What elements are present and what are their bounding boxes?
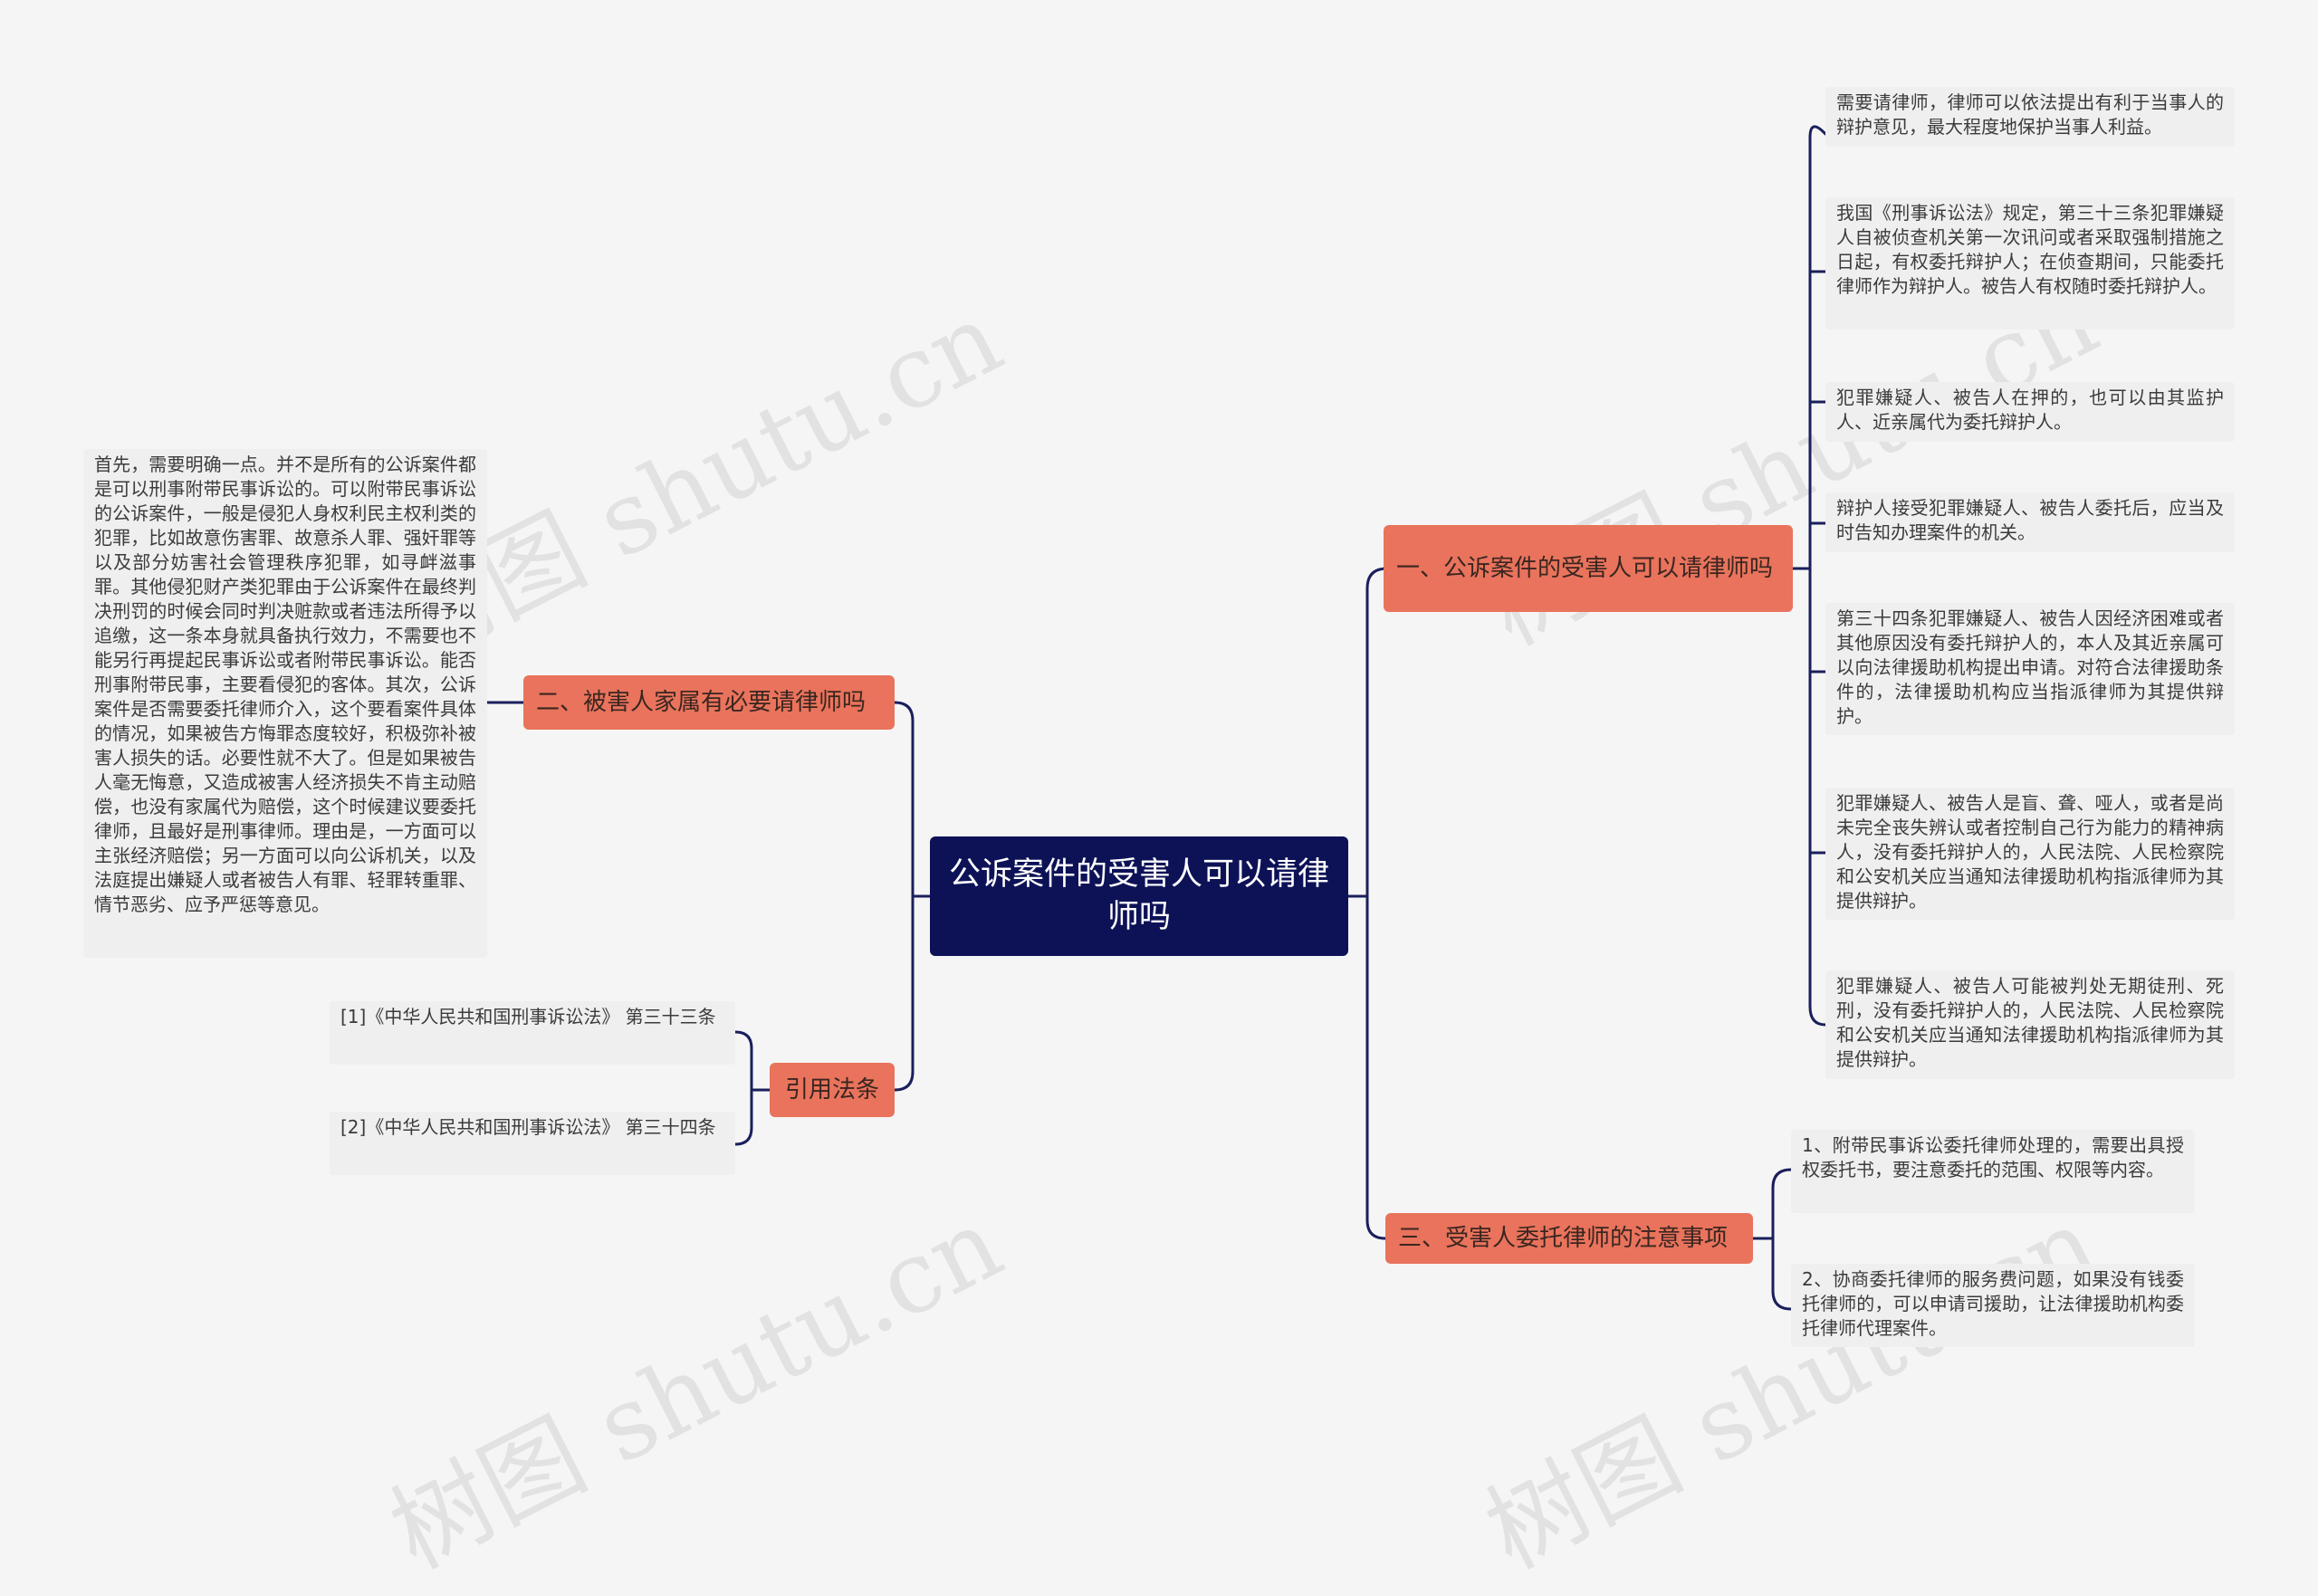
leaf-text: [2]《中华人民共和国刑事诉讼法》 第三十四条 xyxy=(340,1116,716,1138)
leaf-text: [1]《中华人民共和国刑事诉讼法》 第三十三条 xyxy=(340,1006,716,1027)
leaf-text: 第三十四条犯罪嫌疑人、被告人因经济困难或者其他原因没有委托辩护人的，本人及其近亲… xyxy=(1836,607,2224,727)
branch-label: 二、被害人家属有必要请律师吗 xyxy=(536,688,867,716)
leaf-text: 犯罪嫌疑人、被告人可能被判处无期徒刑、死刑，没有委托辩护人的，人民法院、人民检察… xyxy=(1836,975,2224,1070)
leaf-text: 犯罪嫌疑人、被告人在押的，也可以由其监护人、近亲属代为委托辩护人。 xyxy=(1836,387,2224,433)
leaf-text: 2、协商委托律师的服务费问题，如果没有钱委托律师的，可以申请司援助，让法律援助机… xyxy=(1802,1268,2184,1339)
leaf-text: 我国《刑事诉讼法》规定，第三十三条犯罪嫌疑人自被侦查机关第一次讯问或者采取强制措… xyxy=(1836,202,2224,297)
connector-branch1-leaves xyxy=(1808,125,1827,1027)
connector-root-left xyxy=(893,701,915,1092)
branch-node-citations[interactable]: 引用法条 xyxy=(770,1063,895,1117)
leaf-node[interactable]: 首先，需要明确一点。并不是所有的公诉案件都是可以刑事附带民事诉讼的。可以附带民事… xyxy=(83,449,487,958)
leaf-node[interactable]: 我国《刑事诉讼法》规定，第三十三条犯罪嫌疑人自被侦查机关第一次讯问或者采取强制措… xyxy=(1825,197,2235,330)
branch-node-1[interactable]: 一、公诉案件的受害人可以请律师吗 xyxy=(1384,525,1793,612)
citation-item[interactable]: [2]《中华人民共和国刑事诉讼法》 第三十四条 xyxy=(330,1112,735,1175)
leaf-text: 辩护人接受犯罪嫌疑人、被告人委托后，应当及时告知办理案件的机关。 xyxy=(1836,497,2224,543)
connector-branch3-leaves xyxy=(1771,1168,1793,1311)
connector-root-right xyxy=(1365,894,1387,1240)
leaf-node[interactable]: 2、协商委托律师的服务费问题，如果没有钱委托律师的，可以申请司援助，让法律援助机… xyxy=(1791,1264,2195,1347)
leaf-node[interactable]: 犯罪嫌疑人、被告人可能被判处无期徒刑、死刑，没有委托辩护人的，人民法院、人民检察… xyxy=(1825,970,2235,1079)
branch-node-3[interactable]: 三、受害人委托律师的注意事项 xyxy=(1385,1213,1753,1264)
leaf-node[interactable]: 犯罪嫌疑人、被告人是盲、聋、哑人，或者是尚未完全丧失辨认或者控制自己行为能力的精… xyxy=(1825,788,2235,920)
citation-item[interactable]: [1]《中华人民共和国刑事诉讼法》 第三十三条 xyxy=(330,1001,735,1065)
connector-citations xyxy=(733,1030,753,1146)
leaf-node[interactable]: 犯罪嫌疑人、被告人在押的，也可以由其监护人、近亲属代为委托辩护人。 xyxy=(1825,382,2235,442)
leaf-node[interactable]: 第三十四条犯罪嫌疑人、被告人因经济困难或者其他原因没有委托辩护人的，本人及其近亲… xyxy=(1825,603,2235,735)
root-node[interactable]: 公诉案件的受害人可以请律师吗 xyxy=(930,836,1348,956)
branch-label: 一、公诉案件的受害人可以请律师吗 xyxy=(1396,554,1774,582)
leaf-text: 需要请律师，律师可以依法提出有利于当事人的辩护意见，最大程度地保护当事人利益。 xyxy=(1836,91,2224,138)
connector-lines xyxy=(485,125,1827,1311)
leaf-text: 首先，需要明确一点。并不是所有的公诉案件都是可以刑事附带民事诉讼的。可以附带民事… xyxy=(94,454,476,915)
connector-root-right xyxy=(1346,567,1388,898)
leaf-text: 1、附带民事诉讼委托律师处理的，需要出具授权委托书，要注意委托的范围、权限等内容… xyxy=(1802,1134,2184,1180)
leaf-node[interactable]: 1、附带民事诉讼委托律师处理的，需要出具授权委托书，要注意委托的范围、权限等内容… xyxy=(1791,1130,2195,1213)
branch-label: 引用法条 xyxy=(784,1075,879,1104)
leaf-node[interactable]: 需要请律师，律师可以依法提出有利于当事人的辩护意见，最大程度地保护当事人利益。 xyxy=(1825,87,2235,147)
branch-label: 三、受害人委托律师的注意事项 xyxy=(1398,1224,1729,1252)
branch-node-2[interactable]: 二、被害人家属有必要请律师吗 xyxy=(523,675,895,730)
leaf-text: 犯罪嫌疑人、被告人是盲、聋、哑人，或者是尚未完全丧失辨认或者控制自己行为能力的精… xyxy=(1836,792,2224,912)
root-label: 公诉案件的受害人可以请律师吗 xyxy=(948,856,1329,935)
leaf-node[interactable]: 辩护人接受犯罪嫌疑人、被告人委托后，应当及时告知办理案件的机关。 xyxy=(1825,492,2235,552)
